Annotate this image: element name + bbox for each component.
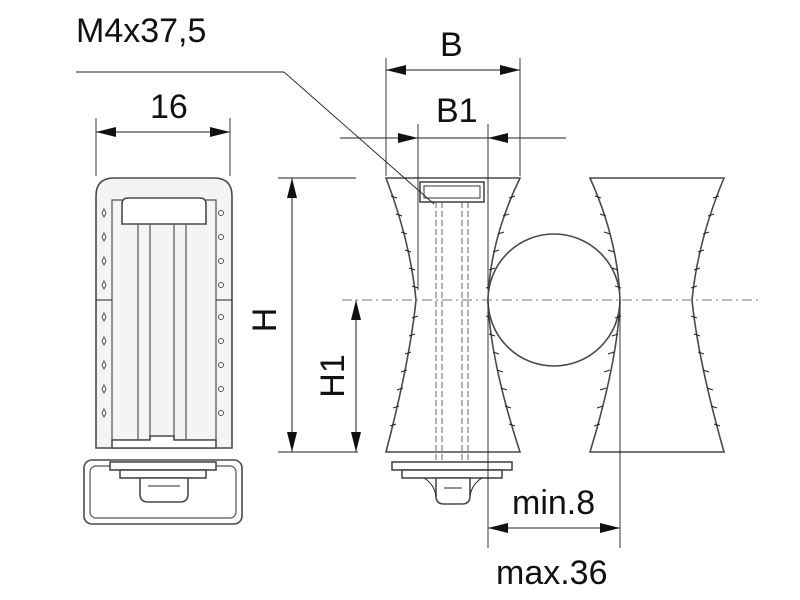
mirror-view-serration-right	[690, 195, 721, 427]
dimension-min-max: min.8 max.36	[487, 300, 621, 592]
bolt-callout: M4x37,5	[76, 12, 435, 205]
side-view-bolt-head-inner	[423, 185, 481, 199]
front-view-teeth-right	[218, 210, 224, 416]
dimension-min-label: min.8	[512, 484, 595, 522]
front-view	[83, 177, 243, 525]
side-view-nut-flange	[423, 477, 437, 497]
mirror-view	[588, 177, 726, 453]
dimension-h1-label: H1	[314, 354, 352, 397]
front-view-washer	[119, 469, 207, 479]
side-view-serration-left	[389, 195, 419, 427]
dimension-max-label: max.36	[496, 554, 608, 592]
front-view-nut	[139, 477, 189, 503]
dimension-h1: H1	[314, 300, 361, 452]
front-view-top-slot	[121, 197, 207, 225]
front-view-washer	[109, 461, 217, 471]
front-view-body	[95, 177, 233, 449]
side-view-washer	[401, 469, 503, 479]
dimension-h: H	[246, 177, 358, 453]
dimension-b1-label: B1	[436, 92, 478, 130]
dimension-b-label: B	[440, 26, 463, 64]
side-view-nut	[435, 477, 471, 505]
side-view	[384, 177, 522, 505]
dimension-h-label: H	[246, 308, 284, 333]
side-view-washer	[391, 461, 513, 471]
side-view-bolt-head	[419, 181, 485, 203]
side-view-body	[384, 177, 522, 453]
dimension-16-label: 16	[150, 88, 188, 126]
side-view-nut-flange	[469, 477, 483, 497]
dimension-b1: B1	[340, 92, 566, 290]
dimension-16: 16	[95, 88, 231, 176]
front-view-teeth-left	[101, 207, 107, 419]
bolt-callout-label: M4x37,5	[76, 12, 206, 50]
dimension-b: B	[385, 26, 521, 176]
front-view-foot	[111, 435, 217, 449]
mirror-view-serration-left	[593, 195, 622, 427]
